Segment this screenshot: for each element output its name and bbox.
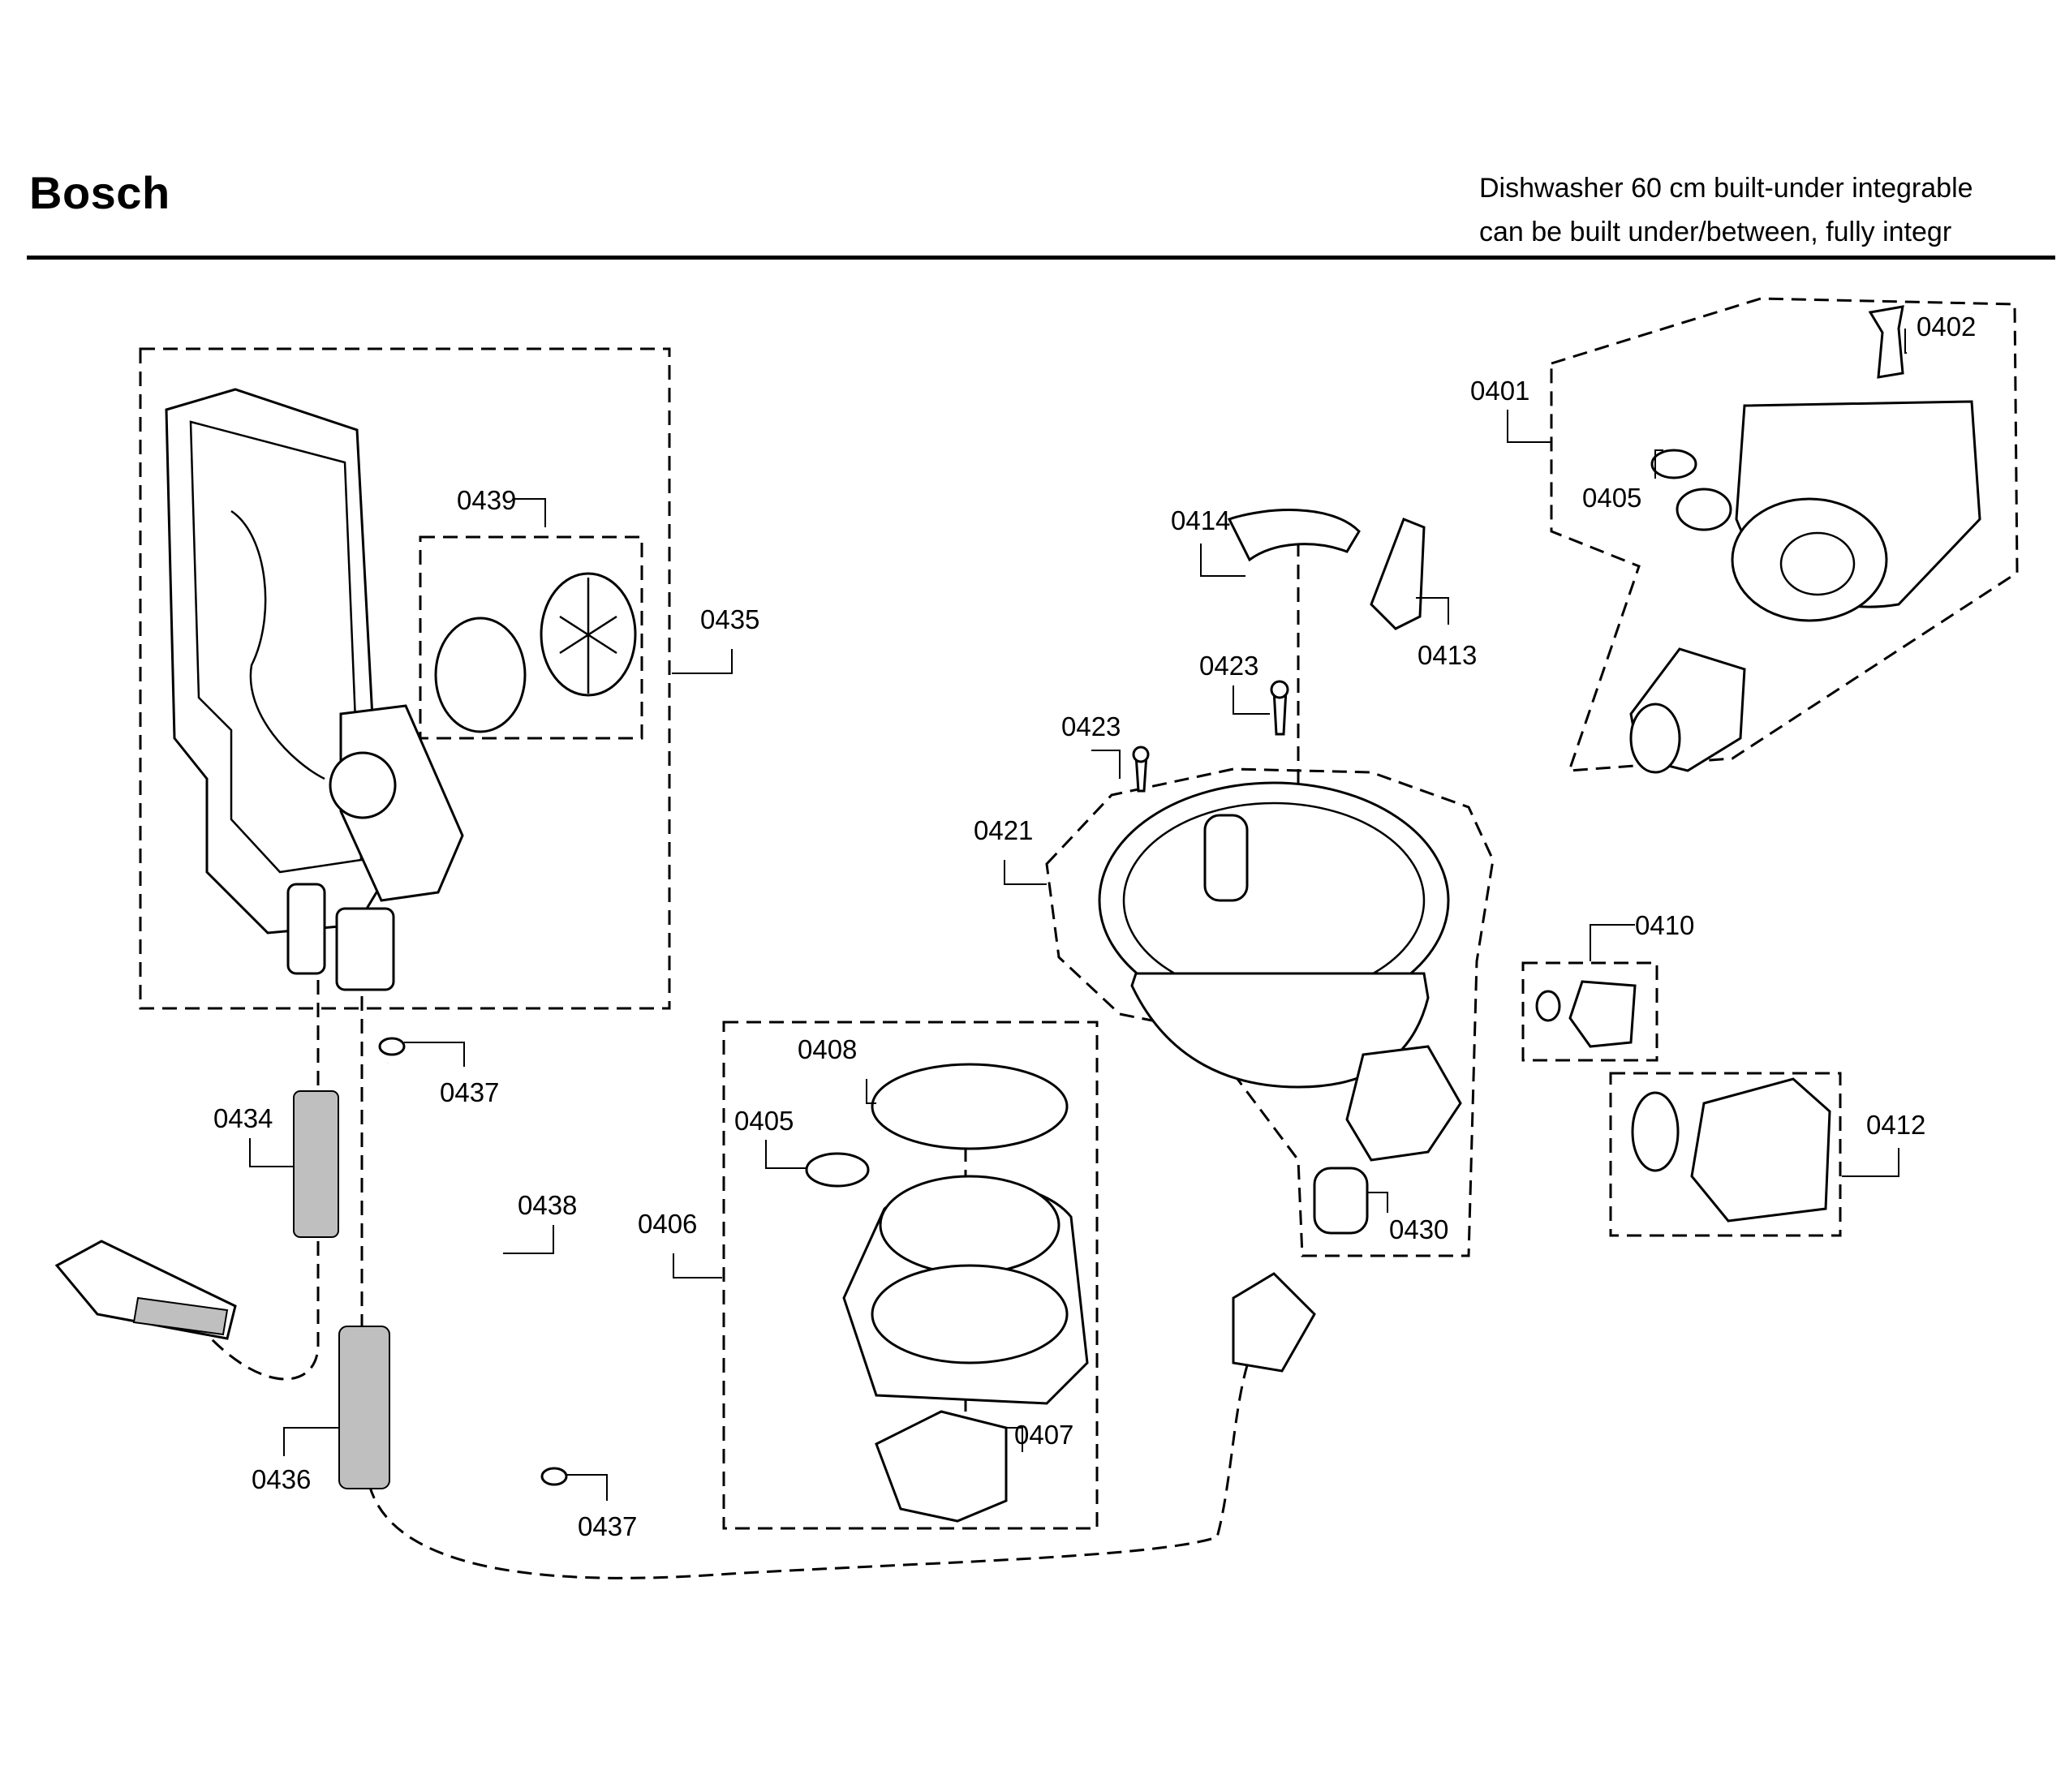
- callout-0408: 0408: [798, 1034, 857, 1064]
- heat-pump-impeller: [1779, 531, 1856, 596]
- leader-0437a: [404, 1042, 465, 1067]
- o-ring-0412: [1631, 1091, 1680, 1172]
- heat-pump-front: [1731, 497, 1888, 622]
- leader-0408: [866, 1079, 876, 1104]
- clip-0414: [1227, 509, 1361, 562]
- leader-0423a: [1091, 750, 1121, 779]
- sump-outlet: [1345, 1045, 1462, 1162]
- pump-nozzle-mouth: [1629, 703, 1681, 774]
- check-valve-0430: [1313, 1167, 1369, 1235]
- leader-0423b: [1233, 685, 1270, 715]
- group-box-0435: [139, 347, 671, 1010]
- callout-0438: 0438: [518, 1190, 577, 1220]
- sensor-0410: [1568, 980, 1637, 1048]
- leader-0435: [672, 649, 733, 674]
- callout-0439: 0439: [457, 485, 516, 515]
- o-ring-0410: [1535, 990, 1561, 1022]
- seal-ring: [434, 617, 527, 733]
- hose-clamp-bottom: [540, 1467, 568, 1486]
- header-rule: [27, 256, 2055, 260]
- callout-0423-left: 0423: [1061, 711, 1121, 741]
- clamp-0405-upper: [1650, 449, 1697, 479]
- leader-0421: [1004, 860, 1047, 885]
- group-box-0439: [419, 535, 643, 740]
- dispenser-inner-frame: [189, 420, 363, 874]
- leader-0438: [503, 1225, 554, 1254]
- gasket-0408: [871, 1063, 1069, 1150]
- leader-0406: [673, 1253, 722, 1278]
- dispenser-outlet-right: [335, 907, 395, 991]
- leader-0402: [1904, 329, 1907, 354]
- callout-0406: 0406: [638, 1209, 697, 1239]
- callout-0421: 0421: [974, 815, 1033, 845]
- callout-0434: 0434: [213, 1103, 273, 1133]
- leader-0413: [1416, 597, 1449, 625]
- motor-unit-0407: [875, 1410, 1008, 1523]
- callout-0436: 0436: [252, 1464, 311, 1494]
- clamp-0405-lower: [805, 1152, 870, 1188]
- bracket-0413: [1370, 518, 1426, 630]
- leader-0430: [1367, 1192, 1388, 1213]
- leader-0437b: [566, 1474, 608, 1501]
- dispenser-channel: [230, 509, 325, 780]
- callout-0410: 0410: [1635, 910, 1694, 940]
- connector-drain-left: [209, 1241, 320, 1381]
- drain-hose-thread: [132, 1296, 229, 1336]
- sump-pillar: [1203, 814, 1249, 902]
- group-box-0410: [1521, 961, 1658, 1062]
- leader-0405a: [765, 1140, 807, 1169]
- motor-plate-top: [879, 1175, 1060, 1275]
- drain-pump-0412: [1690, 1077, 1831, 1223]
- corrugated-hose-0436: [338, 1326, 390, 1489]
- callout-0430: 0430: [1389, 1214, 1448, 1244]
- model-description-line-1: Dishwasher 60 cm built-under integrable: [1479, 173, 1973, 204]
- pump-outlet: [1676, 488, 1732, 531]
- leader-0439: [514, 498, 546, 527]
- screw-0423-right-head: [1270, 680, 1289, 699]
- group-box-0406: [722, 1021, 1099, 1530]
- leader-0414: [1200, 544, 1245, 577]
- drain-connector: [1232, 1272, 1316, 1373]
- group-box-0421: [1045, 767, 1495, 1257]
- leader-0410: [1590, 924, 1635, 961]
- callout-0414: 0414: [1171, 505, 1230, 535]
- hose-0438-core: [383, 1061, 557, 1477]
- hose-clamp-top: [378, 1037, 406, 1056]
- sump-cover-ribs: [559, 578, 617, 694]
- latch-0402: [1868, 305, 1904, 379]
- dispenser-outlet-left: [286, 883, 326, 975]
- callout-0413: 0413: [1418, 640, 1477, 670]
- callout-0401: 0401: [1470, 376, 1529, 406]
- callout-0402: 0402: [1917, 312, 1976, 342]
- sump-bowl: [1130, 972, 1430, 1089]
- dispenser-port: [329, 751, 397, 819]
- leader-0434: [249, 1138, 294, 1167]
- connector-hose-loop: [368, 1346, 1255, 1579]
- callout-0423-right: 0423: [1199, 651, 1258, 681]
- model-description-line-2: can be built under/between, fully integr: [1479, 217, 1952, 247]
- callout-0437-upper: 0437: [440, 1077, 499, 1107]
- model-description: Dishwasher 60 cm built-under integrable …: [1479, 166, 2047, 254]
- callout-0412: 0412: [1866, 1110, 1925, 1140]
- leader-0412: [1842, 1148, 1899, 1177]
- group-box-0412: [1609, 1072, 1842, 1237]
- leader-0407: [1006, 1427, 1023, 1452]
- callout-0437-lower: 0437: [578, 1511, 637, 1541]
- callout-0405-lower: 0405: [734, 1106, 794, 1136]
- corrugated-hose-0434: [293, 1090, 339, 1238]
- group-box-0401: [1550, 297, 2019, 772]
- callout-0435: 0435: [700, 604, 759, 634]
- screw-0423-left-head: [1132, 746, 1150, 763]
- brand-title: Bosch: [29, 167, 170, 218]
- leader-0405b: [1654, 449, 1663, 479]
- callout-0407: 0407: [1014, 1420, 1073, 1450]
- callout-0405-upper: 0405: [1582, 483, 1641, 513]
- motor-plate-lower: [871, 1264, 1069, 1364]
- leader-0401: [1507, 410, 1551, 443]
- leader-0436: [283, 1427, 339, 1456]
